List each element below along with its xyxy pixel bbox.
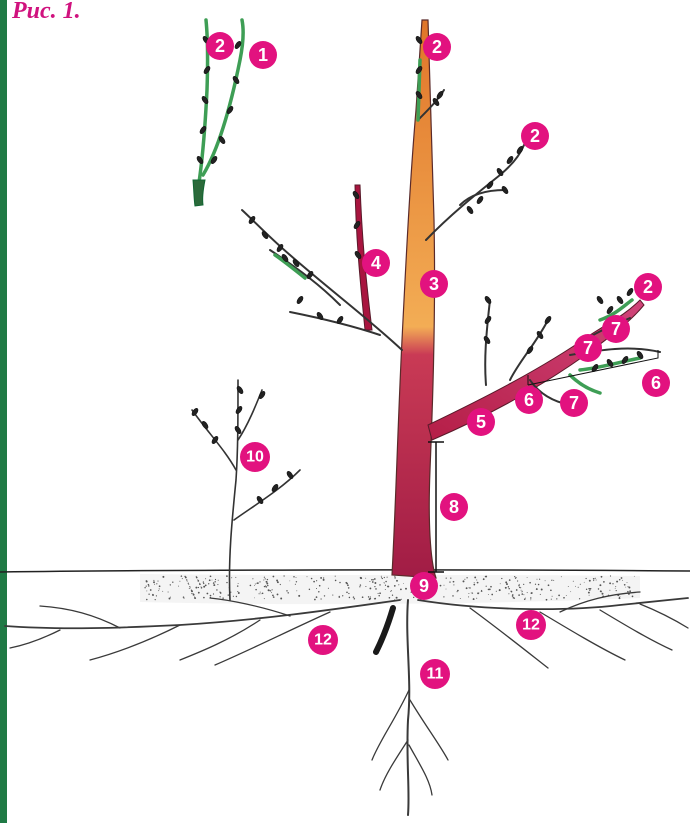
svg-text:3: 3 <box>429 274 439 294</box>
svg-text:2: 2 <box>643 277 653 297</box>
svg-text:9: 9 <box>419 576 429 596</box>
cut-shoot-base <box>193 180 205 206</box>
svg-text:7: 7 <box>569 393 579 413</box>
svg-text:4: 4 <box>371 253 381 273</box>
marker-6: 6 <box>642 369 670 397</box>
svg-text:12: 12 <box>522 617 540 634</box>
marker-5: 5 <box>467 408 495 436</box>
marker-2: 2 <box>423 33 451 61</box>
marker-12: 12 <box>308 625 338 655</box>
marker-4: 4 <box>362 249 390 277</box>
seedling <box>192 380 300 600</box>
roots <box>5 592 688 815</box>
soil-layer <box>0 570 690 604</box>
svg-text:12: 12 <box>314 632 332 649</box>
marker-6: 6 <box>515 386 543 414</box>
marker-7: 7 <box>602 315 630 343</box>
svg-text:10: 10 <box>246 449 264 466</box>
marker-10: 10 <box>240 442 270 472</box>
svg-text:2: 2 <box>530 126 540 146</box>
svg-text:6: 6 <box>524 390 534 410</box>
svg-text:2: 2 <box>215 36 225 56</box>
marker-9: 9 <box>410 572 438 600</box>
svg-text:6: 6 <box>651 373 661 393</box>
marker-3: 3 <box>420 270 448 298</box>
svg-text:7: 7 <box>611 319 621 339</box>
marker-7: 7 <box>574 334 602 362</box>
marker-12: 12 <box>516 610 546 640</box>
marker-7: 7 <box>560 389 588 417</box>
svg-text:1: 1 <box>258 45 268 65</box>
svg-text:5: 5 <box>476 412 486 432</box>
trunk <box>392 20 436 578</box>
svg-text:7: 7 <box>583 338 593 358</box>
marker-2: 2 <box>206 32 234 60</box>
marker-1: 1 <box>249 41 277 69</box>
marker-2: 2 <box>634 273 662 301</box>
marker-2: 2 <box>521 122 549 150</box>
svg-text:11: 11 <box>427 666 444 683</box>
marker-11: 11 <box>420 659 450 689</box>
marker-8: 8 <box>440 493 468 521</box>
svg-text:2: 2 <box>432 37 442 57</box>
svg-text:8: 8 <box>449 497 459 517</box>
